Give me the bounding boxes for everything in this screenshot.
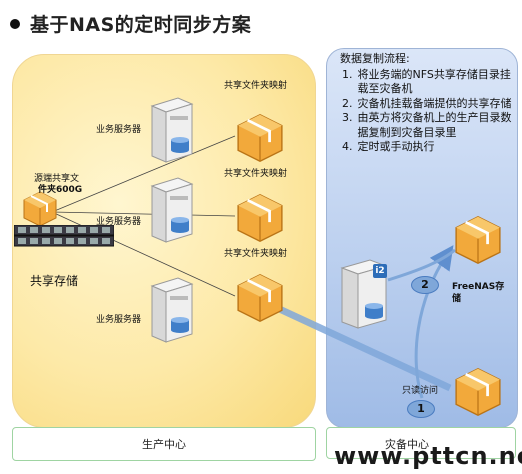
step-item: 4. 定时或手动执行: [342, 140, 435, 153]
server-1-icon: [148, 96, 196, 172]
share-box-1-icon: [234, 112, 286, 168]
share-box-3-icon: [234, 272, 286, 328]
freenas-label-line1: FreeNAS存: [452, 282, 505, 292]
step-item: 1. 将业务端的NFS共享存储目录挂载至灾备机: [342, 67, 511, 96]
step-item: 2. 灾备机挂载备端提供的共享存储: [342, 96, 512, 110]
share-label-1: 共享文件夹映射: [224, 81, 288, 91]
source-storage-box-icon: [22, 190, 58, 232]
source-label-line2: 件夹600G: [38, 185, 83, 195]
link-server2: [51, 211, 236, 217]
bullet-dot: [10, 18, 20, 29]
link-server1: [51, 135, 236, 213]
freenas-label-line2: 储: [452, 294, 462, 304]
steps-heading: 数据复制流程:: [340, 52, 410, 65]
server-3-icon: [148, 276, 196, 352]
watermark: www.pttcn.net: [334, 442, 522, 470]
i2-badge: i2: [373, 264, 387, 278]
server-label-2: 业务服务器: [96, 217, 142, 227]
production-center-footer: 生产中心: [12, 427, 316, 461]
server-2-icon: [148, 176, 196, 252]
step-2-marker: 2: [411, 276, 439, 294]
readonly-box-icon: [452, 366, 504, 422]
server-label-3: 业务服务器: [96, 315, 142, 325]
shared-storage-label: 共享存储: [30, 274, 79, 288]
dr-center-label: 灾备中心: [385, 438, 429, 451]
step-item: 3. 由英方将灾备机上的生产目录数据复制到灾备目录里: [342, 111, 512, 139]
page-title: 基于NAS的定时同步方案: [10, 10, 251, 37]
mount-arrow-up: [414, 245, 454, 399]
readonly-label: 只读访问: [402, 386, 439, 396]
server-label-1: 业务服务器: [96, 125, 142, 135]
mount-arrow-2: [387, 248, 456, 282]
share-label-2: 共享文件夹映射: [224, 169, 288, 179]
freenas-box-icon: [452, 214, 504, 270]
production-center-label: 生产中心: [142, 438, 186, 451]
disk-array-icon: [13, 224, 115, 251]
dr-center-footer: 灾备中心: [326, 427, 516, 459]
source-label-line1: 源端共享文: [34, 174, 80, 184]
title-text: 基于NAS的定时同步方案: [30, 14, 252, 36]
replication-steps: 数据复制流程: 1. 将业务端的NFS共享存储目录挂载至灾备机 2. 灾备机挂载…: [340, 52, 512, 155]
share-label-3: 共享文件夹映射: [224, 249, 288, 259]
step-1-marker: 1: [407, 400, 435, 418]
dr-server-icon: [338, 258, 390, 338]
share-box-2-icon: [234, 192, 286, 248]
